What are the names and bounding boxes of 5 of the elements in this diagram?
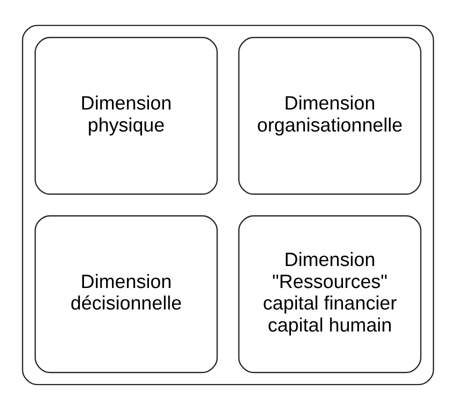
cluster [22, 24, 434, 385]
node-box: Dimension physique [34, 36, 218, 194]
node-box: Dimension "Ressources" capital financier capital humain [238, 214, 422, 373]
node-box: Dimension décisionnelle [34, 214, 218, 373]
node-box: Dimension organisationnelle [238, 36, 422, 194]
